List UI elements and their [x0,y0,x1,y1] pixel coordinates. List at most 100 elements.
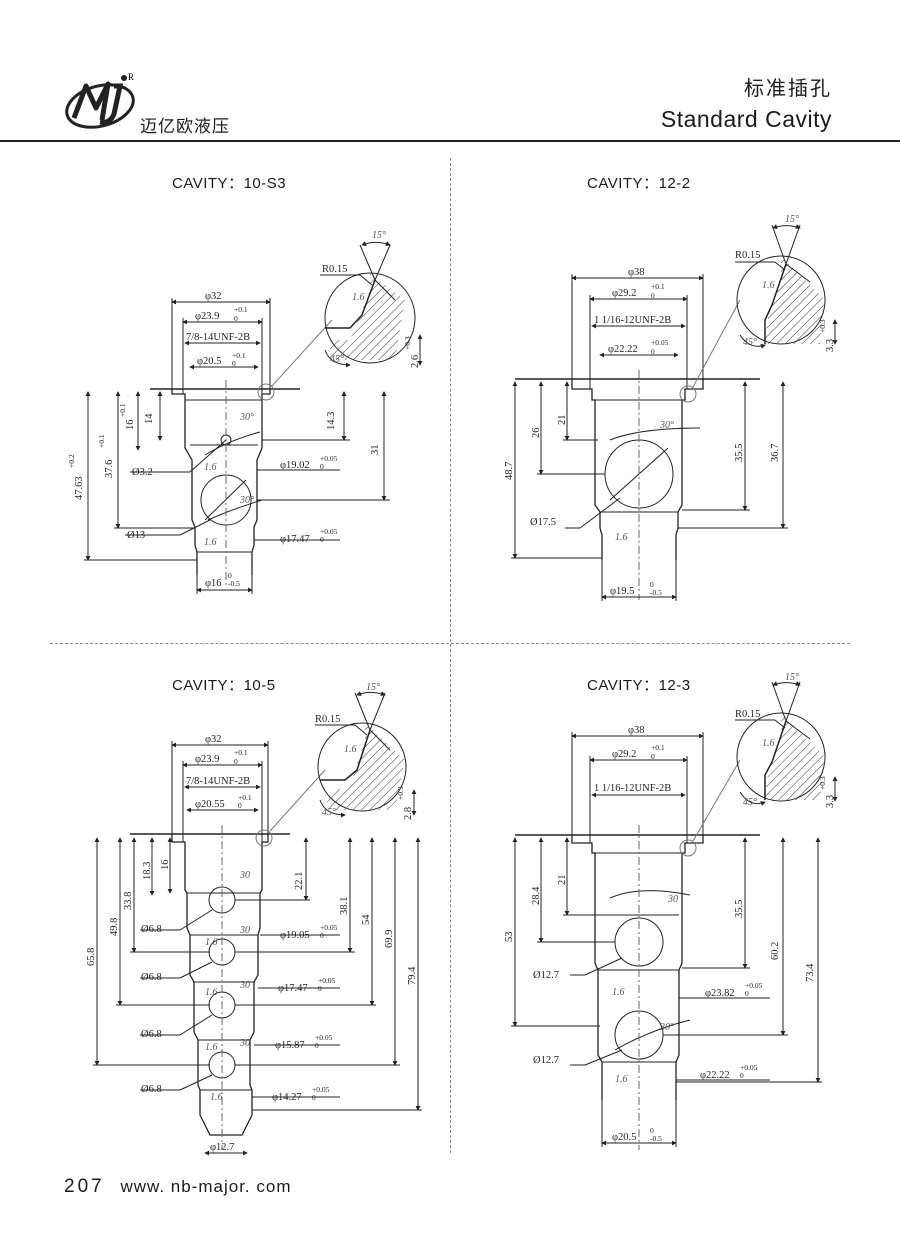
svg-text:+0.05: +0.05 [320,923,338,932]
cavity-title-12-2: CAVITY：12-2 [587,175,691,192]
svg-text:Ø6.8: Ø6.8 [141,1084,162,1095]
page-title-cn: 标准插孔 [744,76,832,100]
svg-text:35.5: 35.5 [734,900,745,918]
svg-text:Ø3.2: Ø3.2 [132,467,153,478]
company-name: 迈亿欧液压 [140,117,230,137]
horizontal-divider [50,643,850,644]
svg-text:+0.05: +0.05 [320,527,338,536]
svg-text:54: 54 [361,914,372,925]
svg-text:30°: 30° [659,420,674,431]
svg-text:1.6: 1.6 [204,537,217,548]
dim-r0-15: R0.15 [322,264,347,275]
svg-text:+0.1: +0.1 [118,403,127,417]
svg-text:+0.2: +0.2 [67,454,76,468]
svg-text:14.3: 14.3 [326,412,337,430]
svg-text:30: 30 [667,894,678,905]
svg-text:0: 0 [740,1071,744,1080]
svg-text:Ø13: Ø13 [127,530,145,541]
svg-text:+0.1: +0.1 [232,351,246,360]
vertical-divider [450,158,451,1153]
svg-text:1.6: 1.6 [205,987,218,998]
registered-mark: R [128,72,134,82]
cavity-title-12-3: CAVITY：12-3 [587,677,691,694]
svg-text:Ø12.7: Ø12.7 [533,1055,559,1066]
svg-text:φ19.02: φ19.02 [280,460,310,471]
svg-text:60.2: 60.2 [770,942,781,960]
svg-text:+0.05: +0.05 [651,338,669,347]
drawing-12-3 [511,681,838,1150]
svg-text:45°: 45° [322,807,336,818]
svg-text:φ32: φ32 [205,734,222,745]
svg-text:31: 31 [370,445,381,456]
svg-text:φ16: φ16 [205,578,222,589]
svg-text:28.4: 28.4 [531,886,542,905]
svg-text:+0.1: +0.1 [234,305,248,314]
svg-text:+0.05: +0.05 [745,981,763,990]
svg-text:45°: 45° [743,797,757,808]
svg-text:1.6: 1.6 [352,292,365,303]
svg-text:30: 30 [239,980,250,991]
svg-text:2.8: 2.8 [403,807,414,820]
svg-text:30: 30 [239,1038,250,1049]
page-footer: 207 www. nb-major. com [64,1176,291,1198]
svg-text:1.6: 1.6 [205,1042,218,1053]
svg-text:Ø17.5: Ø17.5 [530,517,556,528]
drawing-10-s3 [84,241,423,594]
svg-text:φ20.55: φ20.55 [195,799,225,810]
svg-text:+0.3: +0.3 [403,336,412,350]
svg-text:R0.15: R0.15 [735,709,760,720]
dim-thread: 7/8-14UNF-2B [186,332,250,343]
svg-text:1 1/16-12UNF-2B: 1 1/16-12UNF-2B [594,315,671,326]
page-title-en: Standard Cavity [660,106,832,132]
svg-text:+0.05: +0.05 [320,454,338,463]
svg-text:Ø6.8: Ø6.8 [141,1029,162,1040]
svg-text:0: 0 [320,535,324,544]
svg-text:-0.5: -0.5 [650,588,662,597]
svg-text:16: 16 [160,860,171,871]
cavity-title-10-5: CAVITY：10-5 [172,677,276,694]
website-link[interactable]: www. nb-major. com [120,1177,292,1196]
svg-text:1 1/16-12UNF-2B: 1 1/16-12UNF-2B [594,783,671,794]
svg-text:1.6: 1.6 [615,532,628,543]
svg-text:0: 0 [650,1126,654,1135]
svg-text:15°: 15° [366,682,380,693]
svg-text:0: 0 [651,291,655,300]
svg-text:48.7: 48.7 [504,462,515,480]
svg-text:15°: 15° [372,230,386,241]
svg-text:+0.05: +0.05 [318,976,336,985]
svg-text:1.6: 1.6 [615,1074,628,1085]
svg-text:0: 0 [238,801,242,810]
svg-text:φ23.82: φ23.82 [705,988,735,999]
svg-text:+0.05: +0.05 [740,1063,758,1072]
svg-text:3.3: 3.3 [825,339,836,352]
svg-text:+0.1: +0.1 [651,743,665,752]
svg-text:Ø6.8: Ø6.8 [141,924,162,935]
svg-text:+0.3: +0.3 [818,319,827,333]
svg-text:φ38: φ38 [628,267,645,278]
svg-text:30°: 30° [659,1022,674,1033]
svg-text:+0.1: +0.1 [651,282,665,291]
svg-text:7/8-14UNF-2B: 7/8-14UNF-2B [186,776,250,787]
svg-text:35.5: 35.5 [734,444,745,462]
svg-text:R0.15: R0.15 [315,714,340,725]
svg-text:+0.1: +0.1 [234,748,248,757]
svg-text:+0.3: +0.3 [396,786,405,800]
svg-text:1.6: 1.6 [204,462,217,473]
svg-text:0: 0 [228,571,232,580]
svg-text:21: 21 [557,415,568,426]
svg-text:21: 21 [557,875,568,886]
svg-text:15°: 15° [785,672,799,683]
svg-text:-0.5: -0.5 [228,579,240,588]
svg-text:30°: 30° [239,412,254,423]
svg-text:30: 30 [239,870,250,881]
svg-text:+0.05: +0.05 [312,1085,330,1094]
svg-text:0: 0 [312,1093,316,1102]
svg-text:φ22.22: φ22.22 [608,344,638,355]
svg-text:φ19.05: φ19.05 [280,930,310,941]
svg-text:45°: 45° [330,354,344,365]
svg-text:18.3: 18.3 [142,862,153,880]
svg-text:φ12.7: φ12.7 [210,1142,234,1153]
svg-text:φ17.47: φ17.47 [280,534,310,545]
svg-text:15°: 15° [785,214,799,225]
